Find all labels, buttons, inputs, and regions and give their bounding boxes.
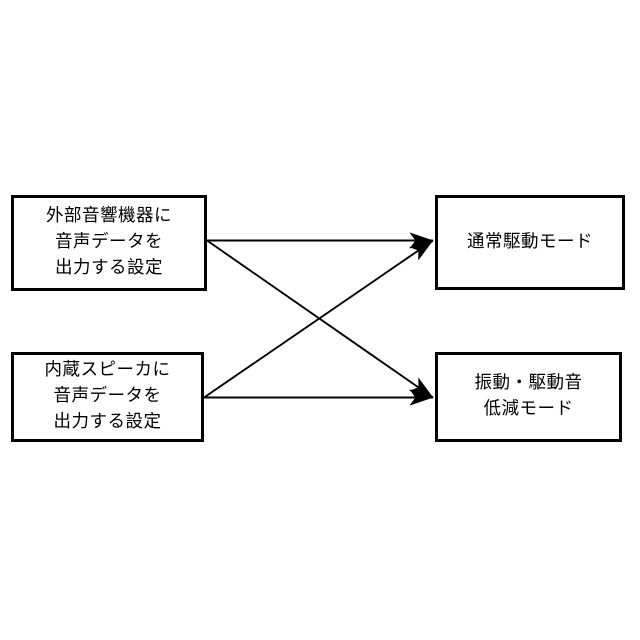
edge-internal-to-normal — [203, 239, 434, 399]
node-label: 内蔵スピーカに 音声データを 出力する設定 — [44, 360, 171, 432]
node-label: 通常駆動モード — [467, 231, 593, 252]
node-label: 外部音響機器に 音声データを 出力する設定 — [46, 206, 172, 278]
node-source-internal-speaker: 内蔵スピーカに 音声データを 出力する設定 — [11, 352, 204, 442]
node-source-external-audio-device: 外部音響機器に 音声データを 出力する設定 — [11, 195, 207, 291]
edge-external-to-quiet — [206, 239, 434, 399]
node-destination-vibration-noise-reduction-mode: 振動・駆動音 低減モード — [435, 352, 622, 442]
node-label: 振動・駆動音 低減モード — [474, 373, 583, 419]
node-destination-normal-drive-mode: 通常駆動モード — [435, 195, 625, 290]
